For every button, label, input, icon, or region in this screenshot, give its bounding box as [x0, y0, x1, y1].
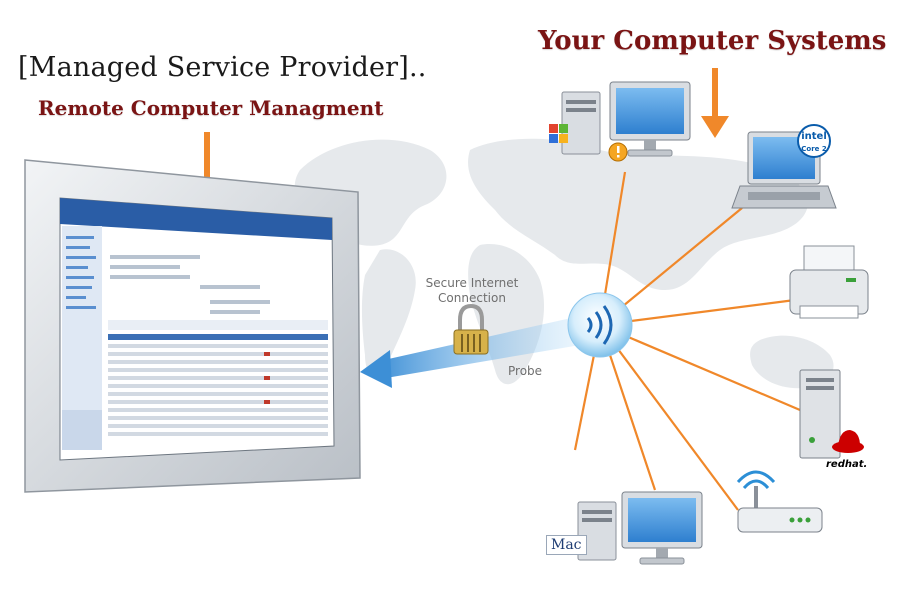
printer-icon: [789, 245, 869, 319]
line-to-router: [599, 324, 739, 511]
probe-label: Probe: [508, 364, 543, 378]
secure-label-line1: Secure Internet: [425, 276, 519, 290]
secure-connection-arrow: [360, 312, 598, 388]
mac-badge: Mac: [546, 535, 587, 555]
line-to-server: [599, 323, 801, 412]
remote-management-monitor: [24, 159, 361, 493]
windows-pc-icon: [549, 81, 691, 162]
main-title: [Managed Service Provider]..: [18, 52, 427, 83]
intel-line2: Core 2: [801, 145, 827, 153]
server-icon: [799, 369, 864, 459]
mac-computer-icon: [577, 491, 703, 565]
redhat-logo-icon: [832, 430, 864, 453]
warning-icon: [608, 142, 628, 162]
wifi-router-icon: [736, 470, 823, 533]
secure-label-line2: Connection: [438, 291, 506, 305]
intel-badge: intel Core 2: [797, 124, 831, 158]
line-to-printer: [599, 298, 796, 327]
systems-title: Your Computer Systems: [538, 26, 887, 56]
sub-title: Remote Computer Managment: [38, 96, 384, 120]
redhat-label: redhat.: [826, 459, 868, 470]
intel-line1: intel: [801, 131, 827, 142]
arrow-down-icon: [701, 68, 729, 138]
windows-logo-icon: [549, 124, 568, 143]
wireless-probe-icon: [567, 292, 633, 358]
padlock-icon: [453, 303, 489, 355]
secure-connection-label: Secure Internet Connection: [412, 276, 532, 306]
